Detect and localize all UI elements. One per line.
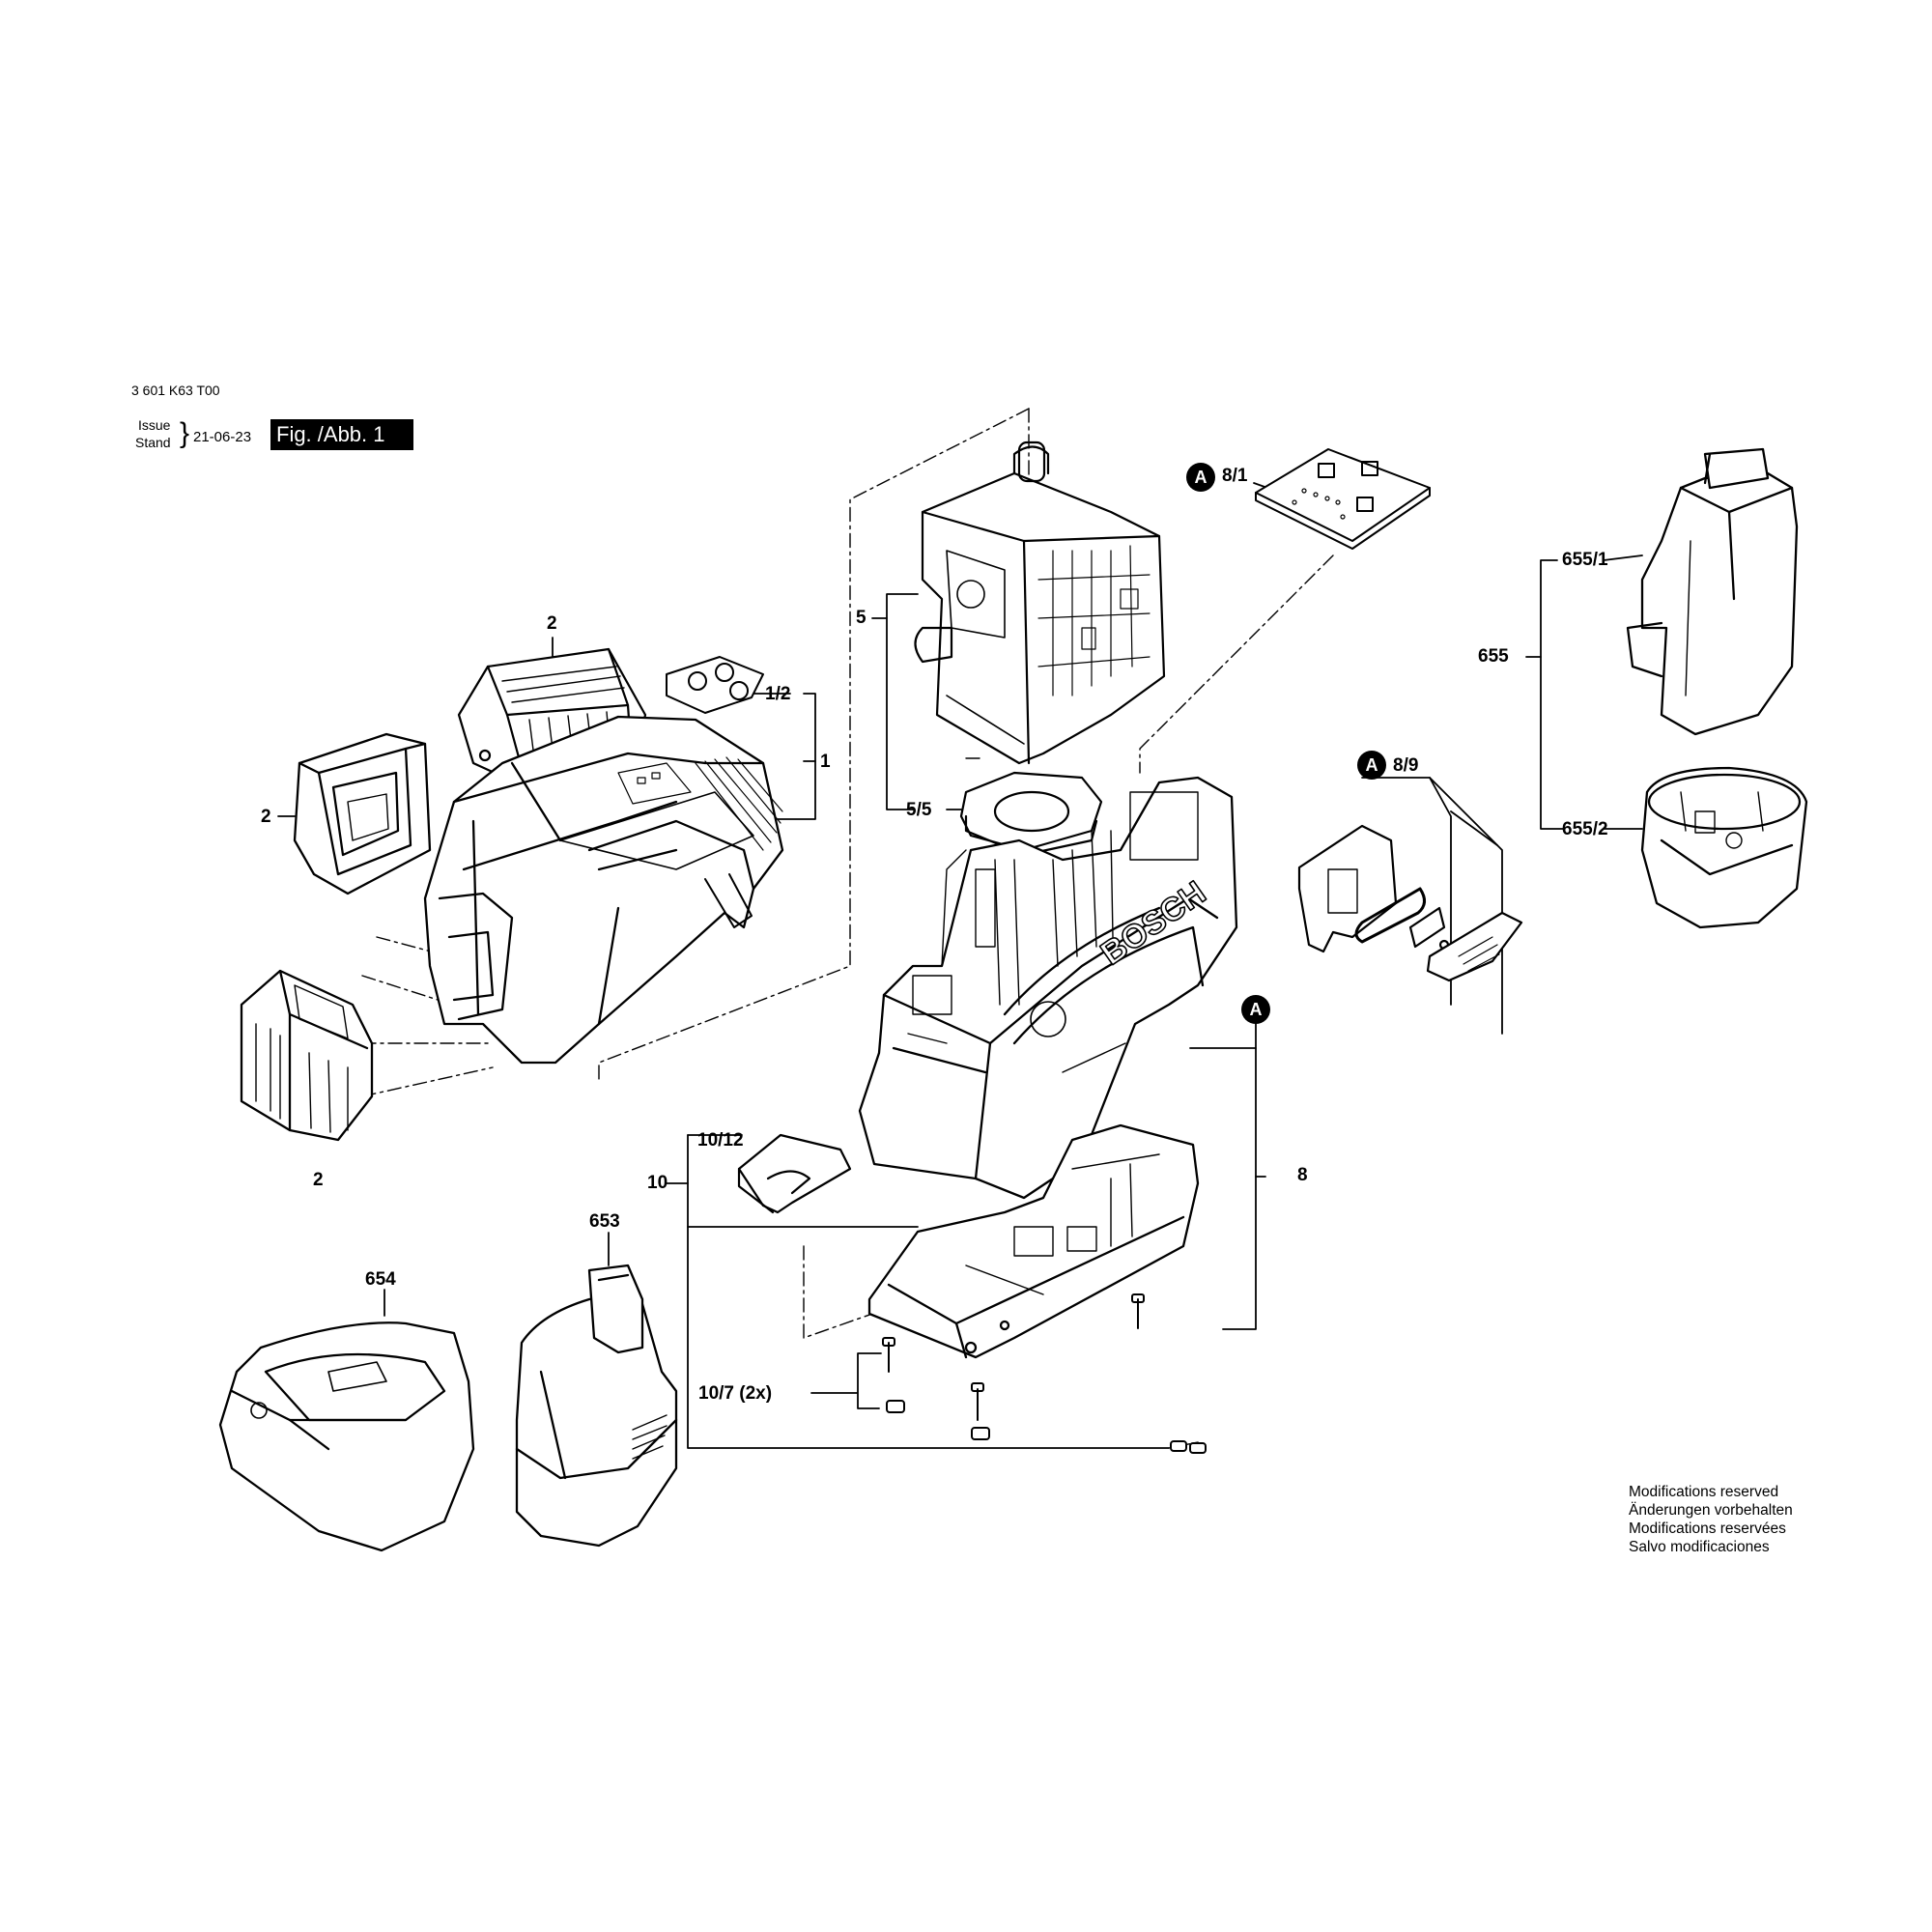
callout-654: 654 [365, 1269, 396, 1290]
note-line: Modifications reserved [1629, 1484, 1779, 1500]
lens-window-left [293, 732, 432, 895]
stand-label: Stand [135, 435, 171, 450]
screws-and-pads [882, 1293, 1207, 1454]
lens-window-bottom [240, 969, 374, 1142]
housing-1 [423, 715, 784, 1065]
callout-5-5: 5/5 [906, 800, 932, 820]
issue-date: 21-06-23 [193, 429, 252, 445]
mount-ring-5-5 [959, 771, 1103, 857]
callout-1: 1 [820, 752, 831, 772]
callout-8-1: 8/1 [1222, 466, 1248, 486]
housing-8: BOSCH [858, 776, 1238, 1200]
switch-assembly-8-9 [1297, 824, 1523, 982]
issue-label: Issue [138, 417, 171, 433]
callout-10: 10 [647, 1173, 668, 1193]
callout-2-bottom: 2 [313, 1170, 324, 1190]
callout-8: 8 [1297, 1165, 1308, 1185]
clip-10-12 [737, 1133, 852, 1214]
note-line: Salvo modificaciones [1629, 1539, 1770, 1555]
note-line: Modifications reservées [1629, 1520, 1786, 1537]
detail-marker-a-pcb: A [1186, 463, 1215, 492]
cover-655-1 [1626, 447, 1799, 736]
charger-654 [218, 1321, 475, 1552]
callout-655: 655 [1478, 646, 1509, 667]
callout-653: 653 [589, 1211, 620, 1232]
callout-655-1: 655/1 [1562, 550, 1608, 570]
callout-2-left: 2 [261, 807, 271, 827]
callout-10-12: 10/12 [697, 1130, 744, 1151]
note-line: Änderungen vorbehalten [1629, 1502, 1793, 1519]
figure-label: Fig. /Abb. 1 [270, 419, 413, 450]
callout-655-2: 655/2 [1562, 819, 1608, 839]
small-plate-1-2 [666, 656, 764, 714]
detail-marker-a-switch: A [1357, 751, 1386, 780]
circuit-board-8-1 [1255, 448, 1431, 550]
callout-2-top: 2 [547, 613, 557, 634]
base-plate [867, 1123, 1200, 1359]
callout-8-9: 8/9 [1393, 755, 1419, 776]
callout-10-7: 10/7 (2x) [698, 1383, 773, 1404]
callout-1-2: 1/2 [765, 684, 791, 704]
laser-module-5 [914, 440, 1166, 765]
callout-5: 5 [856, 608, 867, 628]
battery-653 [515, 1264, 678, 1548]
brace-symbol: } [180, 417, 190, 449]
base-655-2 [1640, 766, 1808, 929]
modifications-note: Modifications reserved Änderungen vorbeh… [1629, 1483, 1793, 1556]
detail-marker-a-housing: A [1241, 995, 1270, 1024]
part-number: 3 601 K63 T00 [131, 383, 220, 398]
